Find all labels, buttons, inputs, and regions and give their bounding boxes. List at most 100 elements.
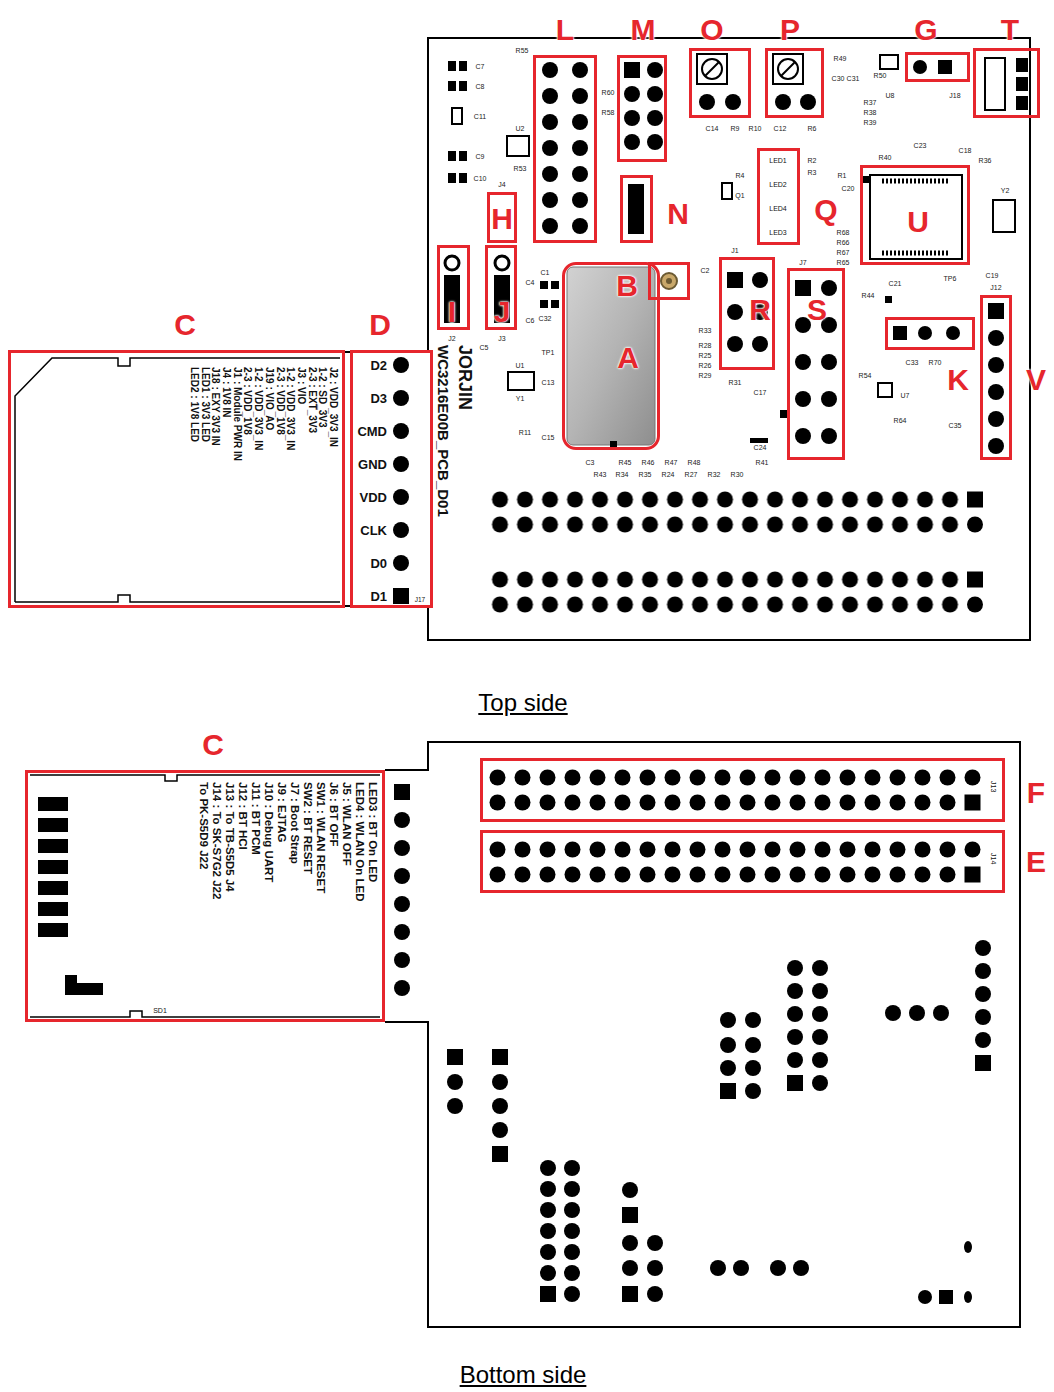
smd-parts — [610, 441, 617, 448]
component-ref: C7 — [476, 63, 485, 70]
small-header-pins — [542, 88, 558, 104]
callout-box: CJ2 : VDD_3V3_IN1-2 : SD_3V32-3 : EXT_3V… — [8, 350, 345, 608]
bottom-through-holes — [647, 1260, 663, 1276]
smd-parts — [880, 55, 898, 69]
component-ref: C19 — [986, 272, 999, 279]
bottom-through-holes — [918, 1290, 932, 1304]
qfn-chip — [870, 175, 962, 259]
bottom-through-holes — [622, 1260, 638, 1276]
smd-parts — [540, 281, 548, 289]
side-caption: Bottom side — [460, 1363, 587, 1387]
small-header-pins — [988, 330, 1004, 346]
callout-letter: O — [700, 15, 723, 45]
silkscreen-text: J14 : To SK-S7G2 J22 — [210, 782, 223, 899]
usb-connector — [1016, 96, 1028, 110]
silkscreen-text: J13 — [989, 781, 998, 792]
bottom-through-holes — [564, 1223, 580, 1239]
silkscreen-text: D3 — [370, 392, 387, 405]
small-header-pins — [393, 489, 409, 505]
bottom-through-holes — [975, 986, 991, 1002]
bottom-through-holes — [394, 924, 410, 940]
small-header-pins — [542, 166, 558, 182]
bottom-through-holes — [812, 1029, 828, 1045]
bottom-through-holes — [564, 1265, 580, 1281]
silkscreen-text: 2-3 : VDD_1V8 — [241, 367, 253, 435]
bottom-through-holes — [787, 1006, 803, 1022]
component-ref: R54 — [859, 372, 872, 379]
component-ref: C13 — [542, 379, 555, 386]
bottom-through-holes — [492, 1049, 508, 1065]
board-marking: WC3216E00B_PCB_D01 — [435, 345, 452, 517]
small-header-pins — [624, 86, 640, 102]
component-ref: R30 — [731, 471, 744, 478]
small-header-pins — [988, 411, 1004, 427]
bottom-through-holes — [647, 1235, 663, 1251]
smd-parts — [993, 200, 1015, 232]
silkscreen-text: 1-2 : VDD_3V3_IN — [252, 367, 264, 450]
bottom-through-holes — [720, 1037, 736, 1053]
callout-box: P — [765, 48, 824, 118]
small-header-pins — [572, 140, 588, 156]
small-header-pins — [795, 428, 811, 444]
component-ref: R9 — [731, 125, 740, 132]
silkscreen-text: J5 : WLAN OFF — [340, 782, 353, 866]
bottom-through-holes — [622, 1182, 638, 1198]
header-pins — [965, 842, 981, 858]
smd-parts — [459, 61, 467, 71]
callout-box: FJ13 — [480, 758, 1005, 822]
callout-letter: P — [780, 15, 800, 45]
bottom-through-holes — [885, 1005, 901, 1021]
smd-parts — [448, 81, 456, 91]
bottom-through-holes — [622, 1286, 638, 1302]
small-header-pins — [393, 423, 409, 439]
bottom-through-holes — [394, 868, 410, 884]
component-ref: C20 — [842, 185, 855, 192]
component-ref: C4 — [526, 279, 535, 286]
trimmer-switch — [705, 62, 719, 76]
callout-box: O — [689, 48, 751, 118]
bottom-through-holes — [447, 1074, 463, 1090]
smd-parts — [508, 372, 534, 390]
small-header-pins — [393, 390, 409, 406]
callout-letter: E — [1026, 847, 1046, 877]
bottom-through-holes — [939, 1290, 953, 1304]
qfn-chip — [862, 176, 869, 183]
board-outline — [385, 742, 1020, 1327]
bottom-through-holes — [909, 1005, 925, 1021]
silkscreen-text: GND — [358, 458, 387, 471]
small-header-pins — [393, 588, 409, 604]
silkscreen-text: J9 : EJTAG — [275, 782, 288, 843]
bottom-through-holes — [564, 1160, 580, 1176]
callout-box: I — [437, 245, 470, 330]
callout-letter: A — [617, 343, 639, 373]
small-header-pins — [821, 428, 837, 444]
bottom-through-holes — [787, 1029, 803, 1045]
silkscreen-text: J17 — [415, 597, 425, 604]
callout-box: S — [787, 268, 845, 460]
silkscreen-text: LED1 — [769, 157, 787, 164]
small-header-pins — [946, 326, 960, 340]
component-ref: R64 — [894, 417, 907, 424]
sd-contact-pads — [38, 797, 103, 995]
sd-contact-pads — [38, 902, 68, 916]
bottom-through-holes — [787, 983, 803, 999]
silkscreen-text: D2 — [370, 359, 387, 372]
bottom-through-holes — [647, 1286, 663, 1302]
silkscreen-text: J4 : 1V8 IN — [220, 367, 232, 418]
board-outline — [428, 38, 1030, 640]
bottom-through-holes — [745, 1060, 761, 1076]
smd-parts — [540, 300, 548, 308]
small-header-pins — [918, 326, 932, 340]
bottom-through-holes — [564, 1244, 580, 1260]
component-ref: C31 — [847, 75, 860, 82]
bottom-through-holes — [975, 1032, 991, 1048]
bottom-through-holes — [812, 1006, 828, 1022]
bottom-through-holes — [394, 840, 410, 856]
smd-parts — [551, 300, 559, 308]
small-header-pins — [752, 336, 768, 352]
component-ref: R58 — [602, 109, 615, 116]
callout-box: T — [973, 48, 1040, 118]
header-pins — [485, 765, 960, 815]
silkscreen-text: LED3 : BT On LED — [366, 782, 379, 882]
component-ref: R38 — [864, 109, 877, 116]
